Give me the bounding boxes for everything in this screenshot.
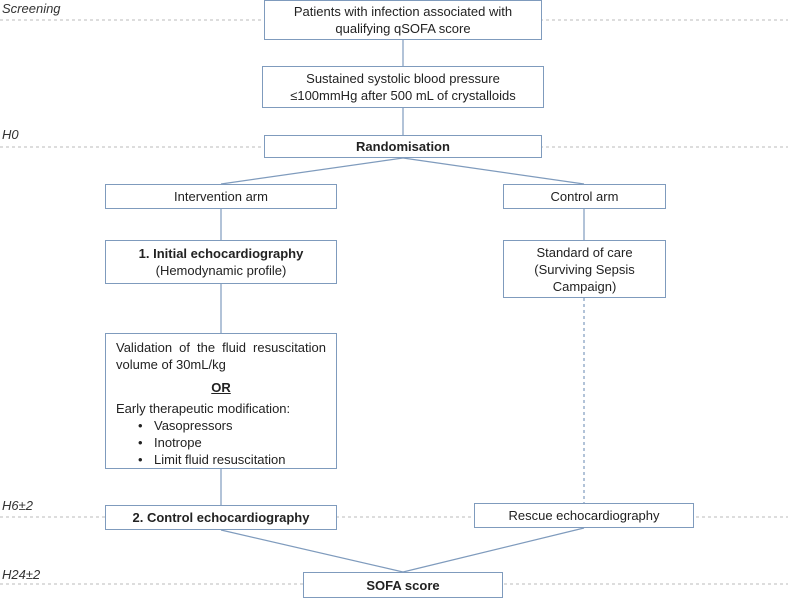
standard-care-line2: (Surviving Sepsis xyxy=(534,261,635,277)
connector-randomisation-control xyxy=(402,157,585,185)
randomisation-label: Randomisation xyxy=(356,139,450,154)
standard-care-line1: Standard of care xyxy=(536,244,633,260)
validation-line1: Validation of the fluid resuscitation xyxy=(116,340,326,355)
standard-of-care-box: Standard of care (Surviving Sepsis Campa… xyxy=(503,240,666,298)
phase-label-h0: H0 xyxy=(2,127,19,142)
phase-label-h6: H6±2 xyxy=(2,498,33,513)
rescue-echo-label: Rescue echocardiography xyxy=(508,508,660,523)
sofa-score-label: SOFA score xyxy=(366,577,440,593)
or-label: OR xyxy=(211,380,231,395)
initial-echo-title: 1. Initial echocardiography xyxy=(138,246,304,261)
connector-control-echo-sofa xyxy=(220,529,404,573)
bp-line2: ≤100mmHg after 500 mL of crystalloids xyxy=(290,88,516,103)
option-inotrope: Inotrope xyxy=(154,434,326,451)
validation-box: Validation of the fluid resuscitation vo… xyxy=(105,333,337,469)
control-echo-box: 2. Control echocardiography xyxy=(105,505,337,530)
control-arm-box: Control arm xyxy=(503,184,666,209)
early-modification-label: Early therapeutic modification: xyxy=(116,401,291,416)
connector-rescue-sofa xyxy=(402,527,585,573)
phase-label-h24: H24±2 xyxy=(2,567,41,582)
blood-pressure-box: Sustained systolic blood pressure ≤100mm… xyxy=(262,66,544,108)
patients-box: Patients with infection associated with … xyxy=(264,0,542,40)
control-arm-label: Control arm xyxy=(550,189,619,204)
validation-line2: volume of 30mL/kg xyxy=(116,357,226,372)
sofa-score-box: SOFA score xyxy=(303,572,503,598)
control-echo-label: 2. Control echocardiography xyxy=(132,510,310,525)
rescue-echo-box: Rescue echocardiography xyxy=(474,503,694,528)
modification-options-list: Vasopressors Inotrope Limit fluid resusc… xyxy=(116,417,326,468)
option-limit-fluid: Limit fluid resuscitation xyxy=(154,451,326,468)
intervention-arm-box: Intervention arm xyxy=(105,184,337,209)
option-vasopressors: Vasopressors xyxy=(154,417,326,434)
randomisation-box: Randomisation xyxy=(264,135,542,158)
intervention-arm-label: Intervention arm xyxy=(174,189,268,204)
initial-echo-box: 1. Initial echocardiography (Hemodynamic… xyxy=(105,240,337,284)
bp-line1: Sustained systolic blood pressure xyxy=(306,71,500,86)
initial-echo-subtitle: (Hemodynamic profile) xyxy=(155,263,287,278)
patients-line1: Patients with infection associated with xyxy=(293,4,513,19)
connector-randomisation-intervention xyxy=(220,157,404,185)
phase-label-screening: Screening xyxy=(2,1,61,16)
patients-line2: qualifying qSOFA score xyxy=(335,21,471,36)
standard-care-line3: Campaign) xyxy=(552,278,617,294)
